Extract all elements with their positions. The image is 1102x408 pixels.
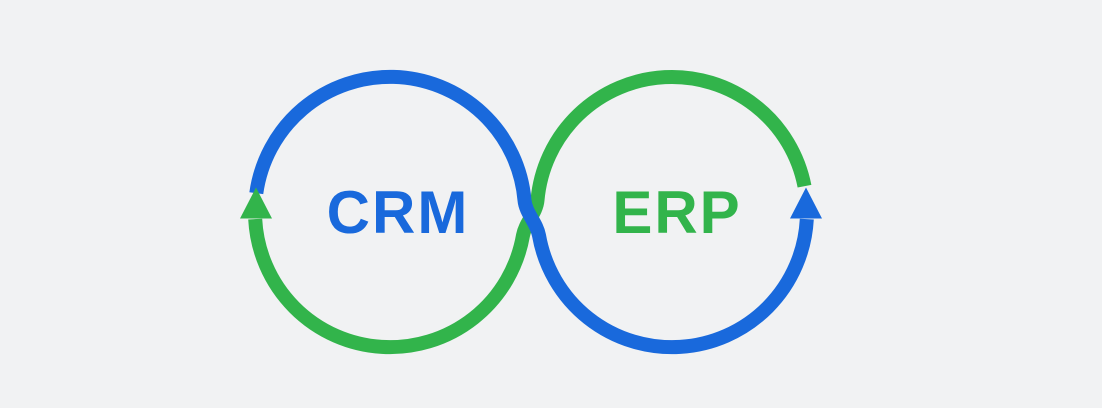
green-up-arrowhead-icon [240, 187, 272, 219]
erp-label: ERP [612, 179, 741, 246]
crm-label: CRM [327, 179, 470, 246]
blue-flow-arc [249, 69, 814, 355]
blue-up-arrowhead-icon [790, 187, 822, 219]
